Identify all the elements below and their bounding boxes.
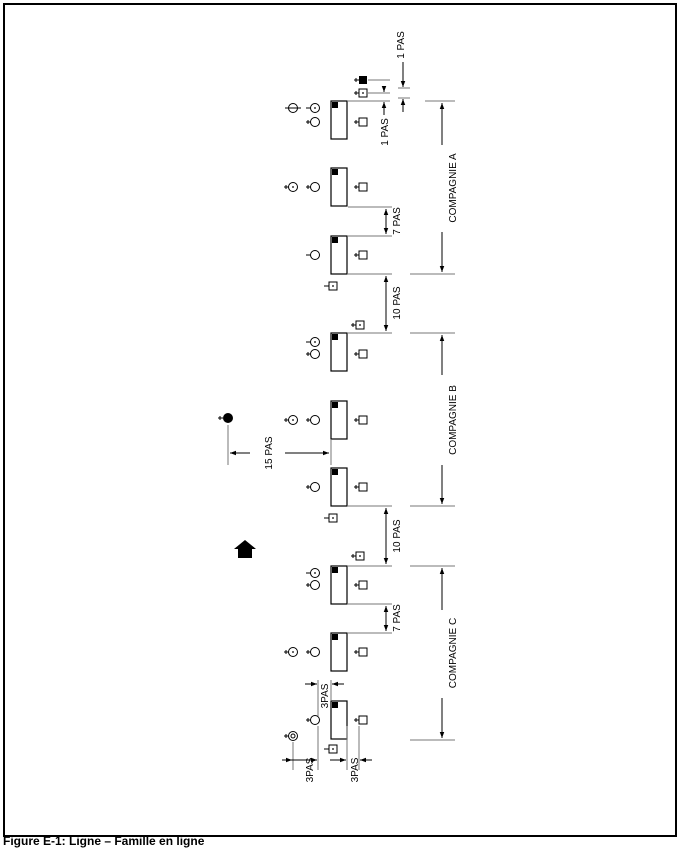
arrow-left-icon bbox=[234, 540, 256, 558]
company-a-label: COMPAGNIE A bbox=[448, 153, 459, 223]
bc-company-gap-label: 10 PAS bbox=[392, 519, 403, 552]
platoon-icon bbox=[330, 332, 348, 372]
hq-filled-square-icon bbox=[353, 75, 368, 85]
dotted-square-icon bbox=[350, 320, 365, 330]
dotted-square-icon bbox=[323, 744, 338, 754]
leader-gap-label: 1 PAS bbox=[380, 118, 391, 146]
rear-gap-left-label: 3PAS bbox=[305, 757, 316, 782]
platoon-icon bbox=[330, 565, 348, 605]
company-b-bracket: COMPAGNIE B bbox=[410, 332, 459, 507]
dotted-square-icon bbox=[323, 513, 338, 523]
platoon-icon bbox=[330, 167, 348, 207]
company-a-bracket: COMPAGNIE A bbox=[410, 100, 459, 275]
top-gap-label: 1 PAS bbox=[396, 31, 407, 59]
officer-icon bbox=[305, 415, 320, 425]
commander-gap-label: 15 PAS bbox=[264, 436, 275, 469]
company-a bbox=[283, 100, 392, 291]
sergeant-icon bbox=[283, 182, 298, 192]
officer-icon bbox=[305, 715, 320, 725]
platoon-icon bbox=[330, 700, 348, 740]
dotted-square-icon bbox=[350, 551, 365, 561]
company-b bbox=[283, 320, 392, 523]
ab-company-gap-label: 10 PAS bbox=[392, 286, 403, 319]
sergeant-icon bbox=[305, 103, 320, 113]
flag-bearer-icon bbox=[283, 731, 298, 741]
officer-icon bbox=[305, 250, 320, 260]
officer-icon bbox=[305, 580, 320, 590]
company-b-label: COMPAGNIE B bbox=[448, 385, 459, 455]
squad-icon bbox=[353, 415, 368, 425]
squad-icon bbox=[353, 580, 368, 590]
platoon-icon bbox=[330, 632, 348, 672]
dotted-square-icon bbox=[323, 281, 338, 291]
officer-icon bbox=[305, 182, 320, 192]
sergeant-icon bbox=[283, 415, 298, 425]
officer-icon bbox=[305, 647, 320, 657]
rear-gap-top-label: 3PAS bbox=[320, 683, 331, 708]
a-platoon-gap-label: 7 PAS bbox=[392, 207, 403, 235]
sergeant-icon bbox=[305, 568, 320, 578]
figure-caption: Figure E-1: Ligne – Famille en ligne bbox=[3, 834, 205, 848]
company-c-bracket: COMPAGNIE C bbox=[410, 565, 459, 741]
hq-dotted-square-icon bbox=[353, 88, 368, 98]
company-c-label: COMPAGNIE C bbox=[448, 618, 459, 688]
squad-icon bbox=[353, 349, 368, 359]
squad-icon bbox=[353, 715, 368, 725]
squad-icon bbox=[353, 182, 368, 192]
officer-icon bbox=[305, 482, 320, 492]
squad-icon bbox=[353, 117, 368, 127]
sergeant-icon bbox=[283, 647, 298, 657]
platoon-icon bbox=[330, 467, 348, 507]
leader-icon bbox=[284, 103, 302, 113]
officer-icon bbox=[305, 117, 320, 127]
platoon-icon bbox=[330, 235, 348, 275]
c-platoon-gap-label: 7 PAS bbox=[392, 604, 403, 632]
rear-gap-right-label: 3PAS bbox=[350, 757, 361, 782]
company-c bbox=[283, 551, 392, 754]
squad-icon bbox=[353, 250, 368, 260]
platoon-icon bbox=[330, 400, 348, 440]
figure-frame bbox=[3, 3, 677, 837]
squad-icon bbox=[353, 482, 368, 492]
sergeant-icon bbox=[305, 337, 320, 347]
squad-icon bbox=[353, 647, 368, 657]
platoon-icon bbox=[330, 100, 348, 140]
officer-icon bbox=[305, 349, 320, 359]
battalion-commander-icon bbox=[217, 412, 234, 424]
